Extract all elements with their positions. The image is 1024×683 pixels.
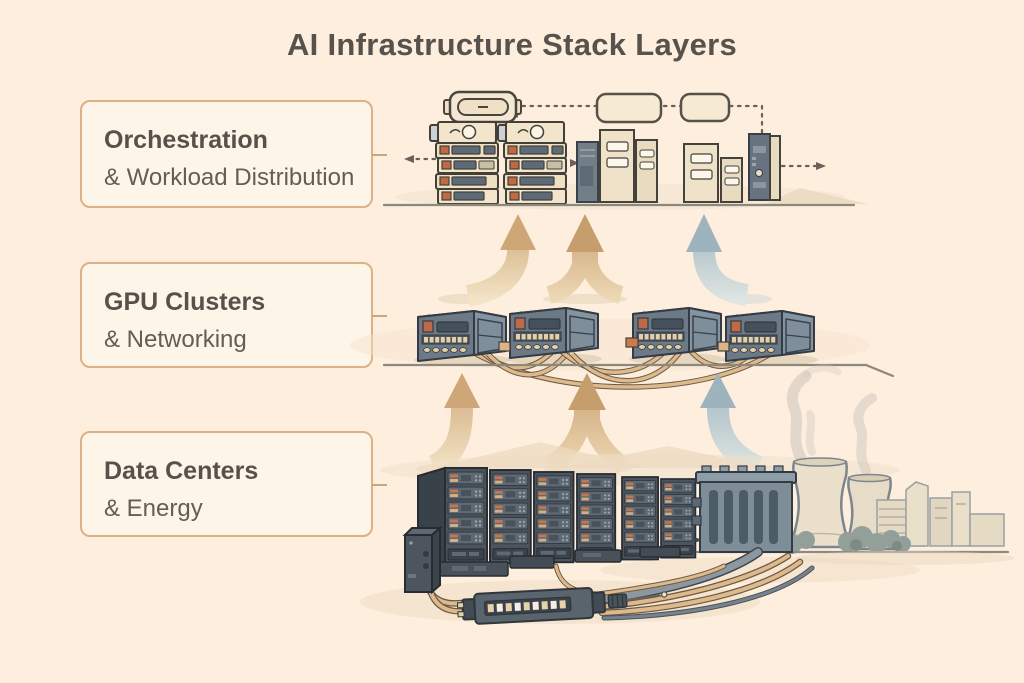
datacenter-rack-icon <box>489 469 532 565</box>
flow-arrow-up-icon <box>428 373 480 476</box>
flow-arrow-up-icon <box>465 214 536 307</box>
datacenter-rack-icon <box>533 471 575 564</box>
gpu-node-icon <box>417 310 507 362</box>
cooling-tower-icon <box>788 457 852 549</box>
connector-tick <box>372 315 387 317</box>
network-cabinet-icon <box>402 525 443 595</box>
layer-title: GPU Clusters <box>104 288 266 316</box>
diagram-title: AI Infrastructure Stack Layers <box>286 27 738 62</box>
layer-label-data-centers: Data Centers & Energy <box>80 431 387 537</box>
connector-tick <box>372 484 387 486</box>
gpu-node-icon <box>632 307 722 359</box>
datacenter-rack-icon <box>576 473 617 563</box>
layer-label-gpu-clusters: GPU Clusters & Networking <box>80 262 387 368</box>
flow-arrow-up-icon <box>686 214 750 306</box>
tower-server-group <box>683 133 781 203</box>
flow-arrow-up-icon <box>546 214 624 304</box>
data-center-illustration <box>360 364 1015 625</box>
rack-base <box>639 546 681 558</box>
ground-line <box>382 363 895 378</box>
layer-label-orchestration: Orchestration & Workload Distribution <box>80 100 387 208</box>
network-node-icon <box>679 92 731 123</box>
rack-base <box>509 555 555 569</box>
layer-subtitle: & Workload Distribution <box>104 164 355 191</box>
gpu-node-icon <box>725 310 815 362</box>
power-transformer-icon <box>691 465 797 553</box>
layer-subtitle: & Networking <box>104 326 247 353</box>
gpu-cluster-illustration <box>350 307 895 390</box>
datacenter-rack-row <box>417 466 697 578</box>
stack-rack-icon <box>429 121 499 205</box>
datacenter-rack-icon <box>444 467 488 565</box>
ground-wedge <box>765 188 868 204</box>
flow-arrows-gpu-to-orchestration <box>438 214 772 307</box>
layer-title: Data Centers <box>104 457 259 485</box>
tower-server-group <box>576 129 658 203</box>
orchestration-illustration <box>382 90 868 210</box>
network-switch-node-icon <box>443 90 522 124</box>
connector-tick <box>372 154 387 156</box>
power-strip-icon <box>456 587 668 625</box>
stack-rack-icon <box>497 121 567 205</box>
cable-plugs <box>498 337 730 352</box>
smoke-plume <box>786 364 877 475</box>
background-hill <box>560 446 770 468</box>
flow-arrow-up-icon <box>700 373 763 478</box>
layer-subtitle: & Energy <box>104 495 203 522</box>
datacenter-rack-icon <box>660 478 697 559</box>
gpu-node-icon <box>509 307 599 359</box>
gpu-interconnect-cables <box>474 346 772 390</box>
layer-title: Orchestration <box>104 126 268 154</box>
network-node-icon <box>595 92 663 124</box>
